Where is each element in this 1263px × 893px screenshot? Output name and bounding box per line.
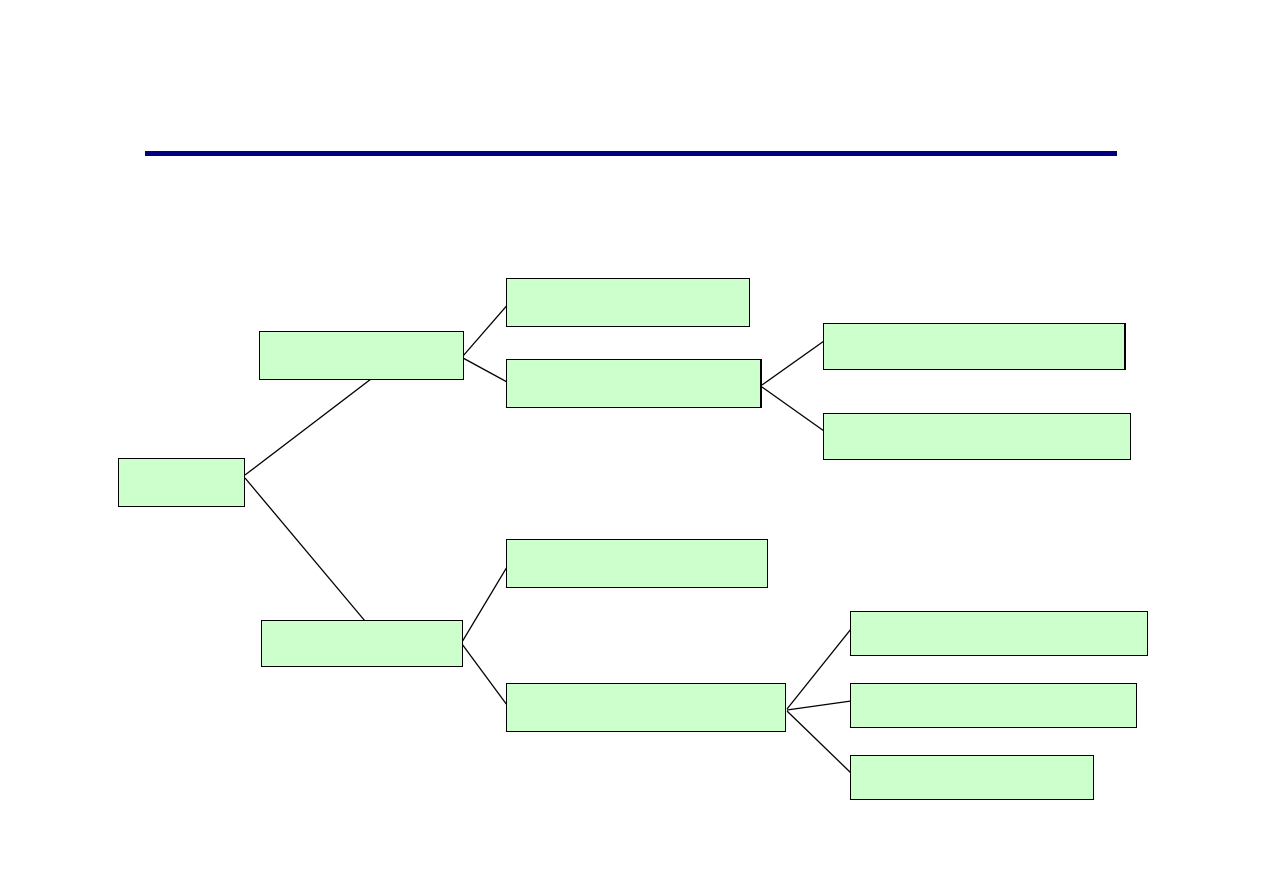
connector-upper-leaf-1 — [462, 301, 511, 357]
connector-lower-branch-2 — [461, 643, 508, 706]
tree-node-upper-leaf-2b — [823, 413, 1131, 460]
tree-node-lower-leaf-2c — [850, 755, 1094, 800]
tree-node-lower-leaf-2a — [850, 611, 1148, 656]
connector-upper-leaf-2a — [761, 340, 825, 386]
tree-node-upper-leaf-1 — [506, 278, 750, 327]
connector-root-upper — [244, 378, 372, 476]
tree-node-lower-branch-2 — [506, 683, 786, 732]
connector-lower-leaf-2c — [786, 710, 852, 774]
connector-upper-leaf-2b — [761, 386, 825, 432]
title-divider — [145, 151, 1117, 156]
tree-node-root — [118, 458, 245, 507]
connector-upper-branch-2 — [462, 357, 508, 383]
tree-node-upper-leaf-2a — [823, 323, 1126, 370]
tree-node-lower-branch — [261, 620, 463, 667]
connector-lower-leaf-2b — [786, 700, 852, 711]
tree-node-lower-leaf-1 — [506, 539, 768, 588]
tree-node-upper-branch — [259, 331, 464, 380]
tree-node-lower-leaf-2b — [850, 683, 1137, 728]
connector-lower-leaf-2a — [786, 628, 852, 710]
tree-node-upper-branch-2 — [506, 359, 762, 408]
connector-root-lower — [244, 477, 366, 622]
connector-lower-leaf-1 — [461, 561, 511, 643]
